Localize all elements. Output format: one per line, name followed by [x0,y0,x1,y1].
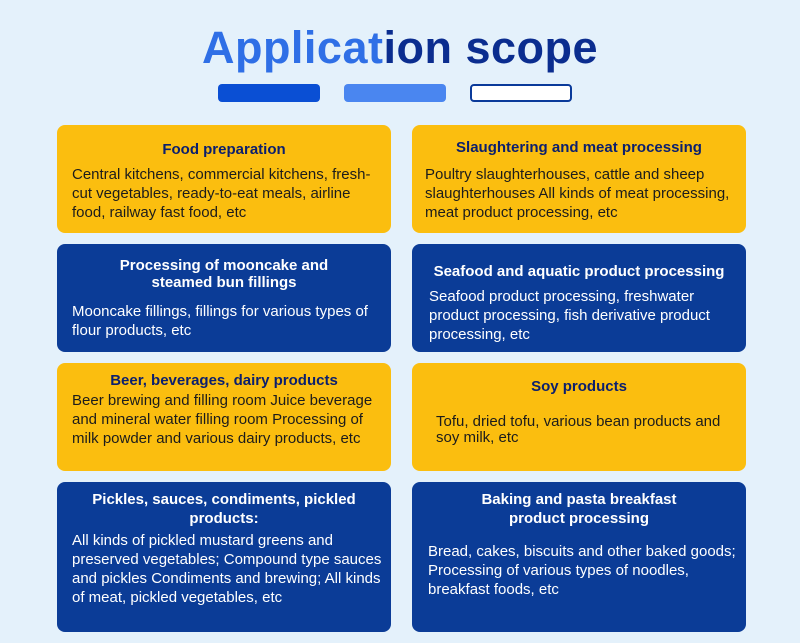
card-baking-pasta: Baking and pasta breakfast product proce… [412,482,746,632]
card-title: Seafood and aquatic product processing [433,263,725,280]
card-seafood-aquatic: Seafood and aquatic product processing S… [412,244,746,352]
card-title: Beer, beverages, dairy products [110,372,338,389]
card-body: Central kitchens, commercial kitchens, f… [72,166,371,221]
decorative-bar-dark [218,84,320,102]
card-title: Processing of mooncake and steamed bun f… [119,257,329,291]
decorative-bar-outline [470,84,572,102]
card-body: All kinds of pickled mustard greens and … [72,532,382,606]
page-title-part-light: Applicat [201,22,384,73]
card-title: Baking and pasta breakfast product proce… [481,491,677,527]
card-body: Seafood product processing, freshwater p… [429,288,710,343]
page-title: Application scope [0,20,800,76]
card-slaughtering-meat: Slaughtering and meat processing Poultry… [412,125,746,233]
card-body: Tofu, dried tofu, various bean products … [436,413,721,446]
card-title: Pickles, sauces, condiments, pickled pro… [92,491,356,527]
card-mooncake-fillings: Processing of mooncake and steamed bun f… [57,244,391,352]
card-food-preparation: Food preparation Central kitchens, comme… [57,125,391,233]
card-soy-products: Soy products Tofu, dried tofu, various b… [412,363,746,471]
card-body: Poultry slaughterhouses, cattle and shee… [425,166,730,221]
card-body: Mooncake fillings, fillings for various … [72,303,368,339]
card-body: Bread, cakes, biscuits and other baked g… [428,543,736,598]
decorative-bar-light [344,84,446,102]
card-title: Slaughtering and meat processing [456,139,702,156]
card-title: Soy products [531,378,627,395]
card-pickles-sauces: Pickles, sauces, condiments, pickled pro… [57,482,391,632]
card-title: Food preparation [162,141,286,158]
card-body: Beer brewing and filling room Juice beve… [72,392,373,447]
card-beer-beverages-dairy: Beer, beverages, dairy products Beer bre… [57,363,391,471]
page-title-part-dark: ion scope [383,22,599,73]
